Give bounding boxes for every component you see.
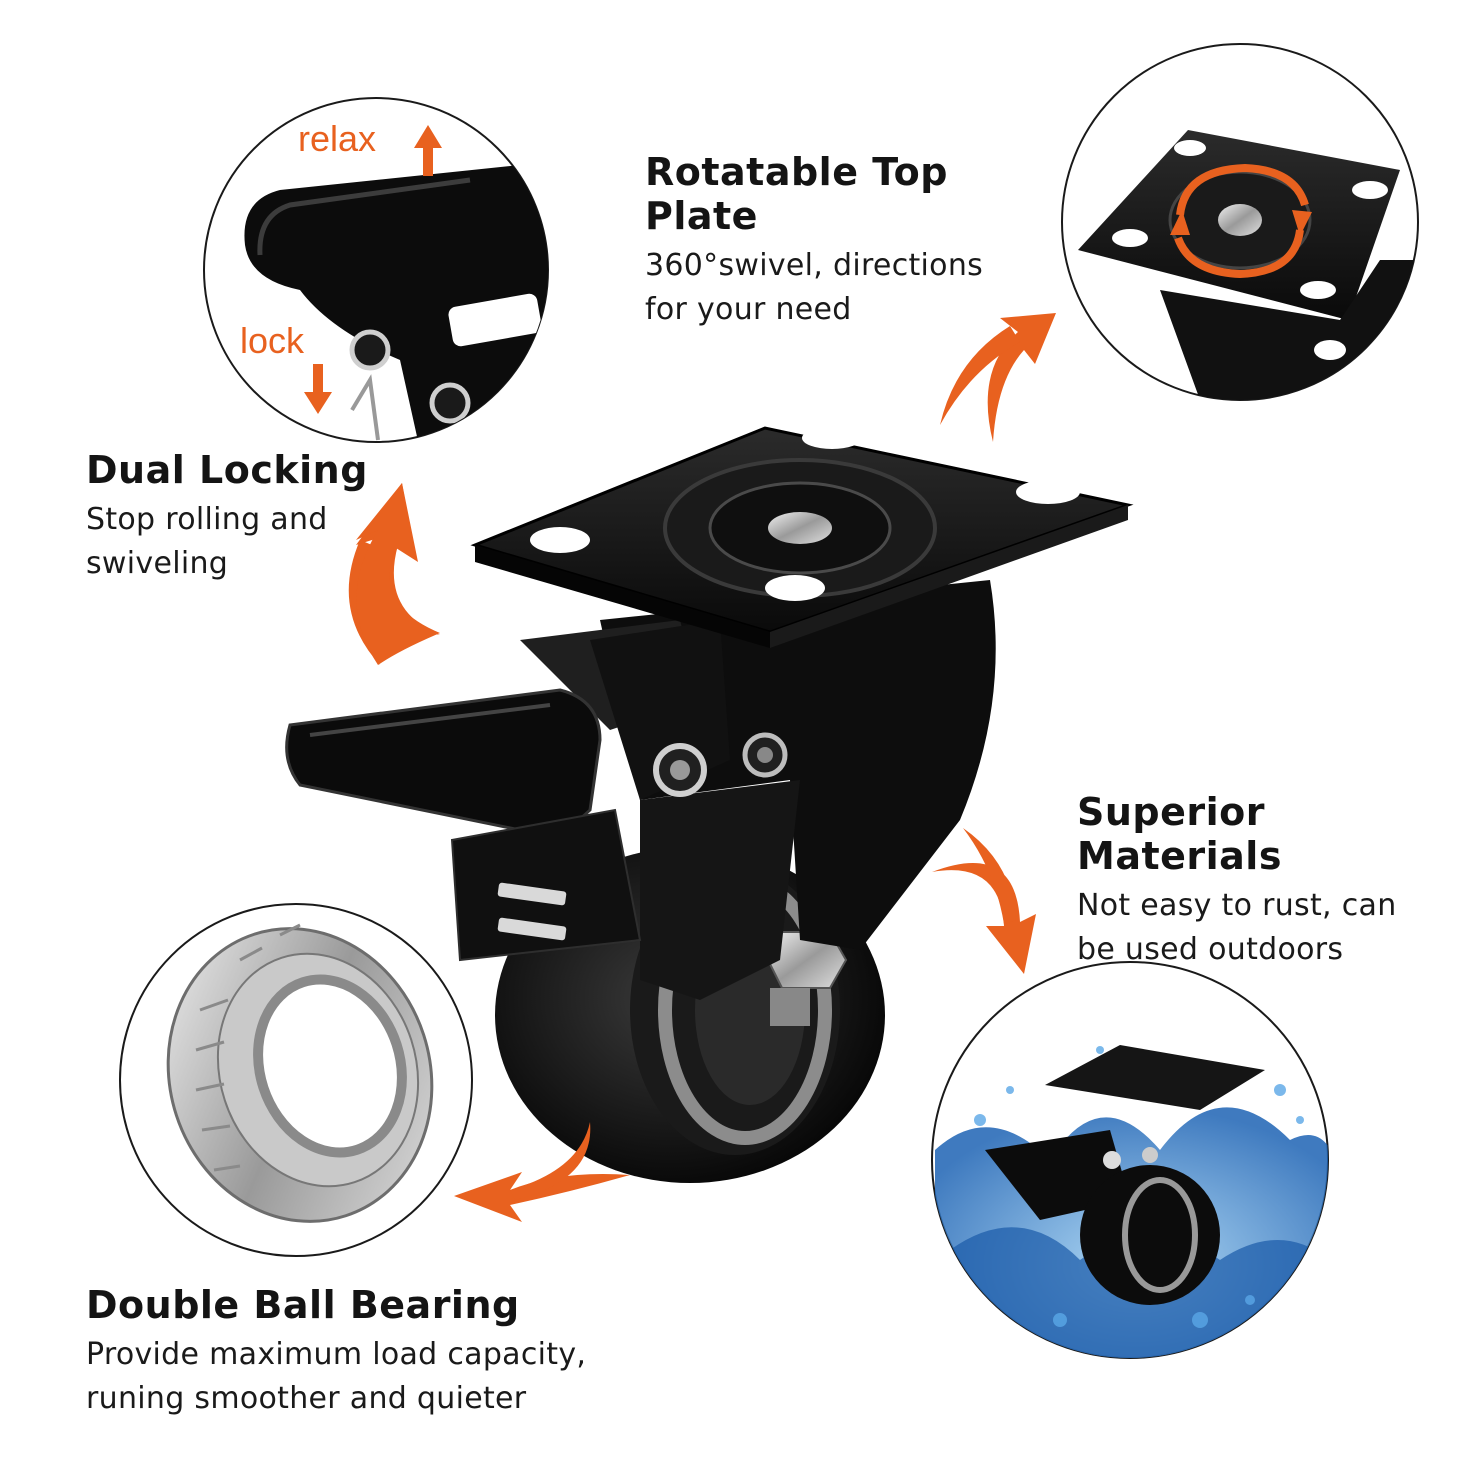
feature-rotatable-top-plate: Rotatable Top Plate 360°swivel, directio… bbox=[645, 150, 1045, 332]
bearing-circle bbox=[119, 903, 473, 1257]
feature-desc-line2: swiveling bbox=[86, 546, 229, 581]
feature-superior-materials: Superior Materials Not easy to rust, can… bbox=[1077, 790, 1470, 972]
feature-desc-line2: for your need bbox=[645, 292, 852, 327]
arrow-up-icon bbox=[414, 125, 442, 176]
feature-dual-locking: Dual Locking Stop rolling and swiveling bbox=[86, 448, 386, 586]
lock-label: lock bbox=[240, 320, 305, 361]
feature-desc-line1: 360°swivel, directions bbox=[645, 248, 984, 283]
feature-title: Superior Materials bbox=[1077, 790, 1282, 878]
swivel-rotation-icon bbox=[1174, 163, 1309, 279]
feature-desc-line2: runing smoother and quieter bbox=[86, 1381, 527, 1416]
curved-arrow-icon bbox=[348, 313, 1056, 1222]
relax-label: relax bbox=[298, 118, 377, 159]
feature-title: Dual Locking bbox=[86, 448, 368, 492]
feature-title: Double Ball Bearing bbox=[86, 1283, 520, 1327]
main-caster bbox=[285, 426, 1134, 1183]
feature-desc-line2: be used outdoors bbox=[1077, 932, 1344, 967]
lock-detail-circle bbox=[203, 97, 549, 443]
feature-desc-line1: Not easy to rust, can bbox=[1077, 888, 1397, 923]
feature-double-ball-bearing: Double Ball Bearing Provide maximum load… bbox=[86, 1283, 646, 1421]
top-plate-circle bbox=[1061, 43, 1419, 401]
feature-title: Rotatable Top Plate bbox=[645, 150, 948, 238]
brake-pedal bbox=[285, 688, 602, 834]
arrow-down-icon bbox=[304, 364, 332, 414]
waterproof-circle bbox=[931, 961, 1329, 1359]
feature-desc-line1: Stop rolling and bbox=[86, 502, 328, 537]
feature-desc-line1: Provide maximum load capacity, bbox=[86, 1337, 587, 1372]
